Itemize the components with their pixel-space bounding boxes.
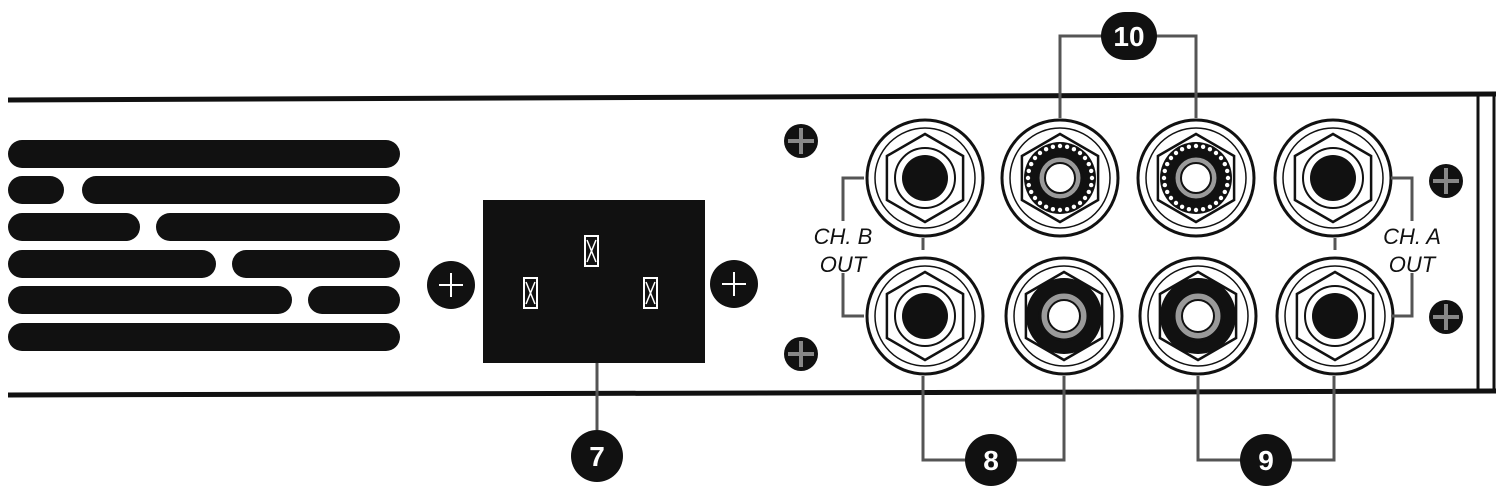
ch-a-label-line1: CH. A (1383, 224, 1441, 249)
vent-slot (232, 250, 400, 278)
callout-9-number: 9 (1258, 445, 1274, 476)
panel-screw (1429, 300, 1463, 334)
callout-8: 8 (965, 434, 1017, 486)
panel-screw (1429, 164, 1463, 198)
power-inlet-pin (584, 235, 599, 267)
vent-slot (308, 286, 400, 314)
jack-array (865, 118, 1395, 376)
vent-slot (8, 140, 400, 168)
vent-slot (8, 176, 64, 204)
callout-8-number: 8 (983, 445, 999, 476)
ch-a-bottom-jack (1275, 256, 1395, 376)
vent-slot (82, 176, 400, 204)
power-inlet-pin (523, 277, 538, 309)
power-inlet (483, 200, 705, 363)
vent-slot (156, 213, 400, 241)
label-brackets (841, 176, 1414, 318)
top-connector-right (1136, 118, 1256, 238)
ch-a-binding-post (1138, 256, 1258, 376)
ch-a-label-line2: OUT (1389, 252, 1437, 277)
callout-7-number: 7 (589, 441, 605, 472)
ventilation-slots (8, 140, 400, 351)
callout-10: 10 (1101, 12, 1157, 60)
ch-a-top-jack (1273, 118, 1393, 238)
ch-b-binding-post (1004, 256, 1124, 376)
screw-right-of-inlet (710, 260, 758, 308)
ch-b-label-line1: CH. B (814, 224, 873, 249)
power-inlet-pin (643, 277, 658, 309)
ch-b-bottom-jack (865, 256, 985, 376)
vent-slot (8, 213, 140, 241)
panel-screws (784, 124, 1463, 371)
ch-b-label-line2: OUT (820, 252, 868, 277)
callout-7: 7 (571, 430, 623, 482)
screw-left-of-inlet (427, 261, 475, 309)
vent-slot (8, 286, 292, 314)
chassis (7, 91, 1497, 398)
vent-slot (8, 323, 400, 351)
callout-10-number: 10 (1113, 21, 1144, 52)
panel-screw (784, 124, 818, 158)
top-connector-left (1000, 118, 1120, 238)
callout-9: 9 (1240, 434, 1292, 486)
ch-b-top-jack (865, 118, 985, 238)
panel-screw (784, 337, 818, 371)
vent-slot (8, 250, 216, 278)
